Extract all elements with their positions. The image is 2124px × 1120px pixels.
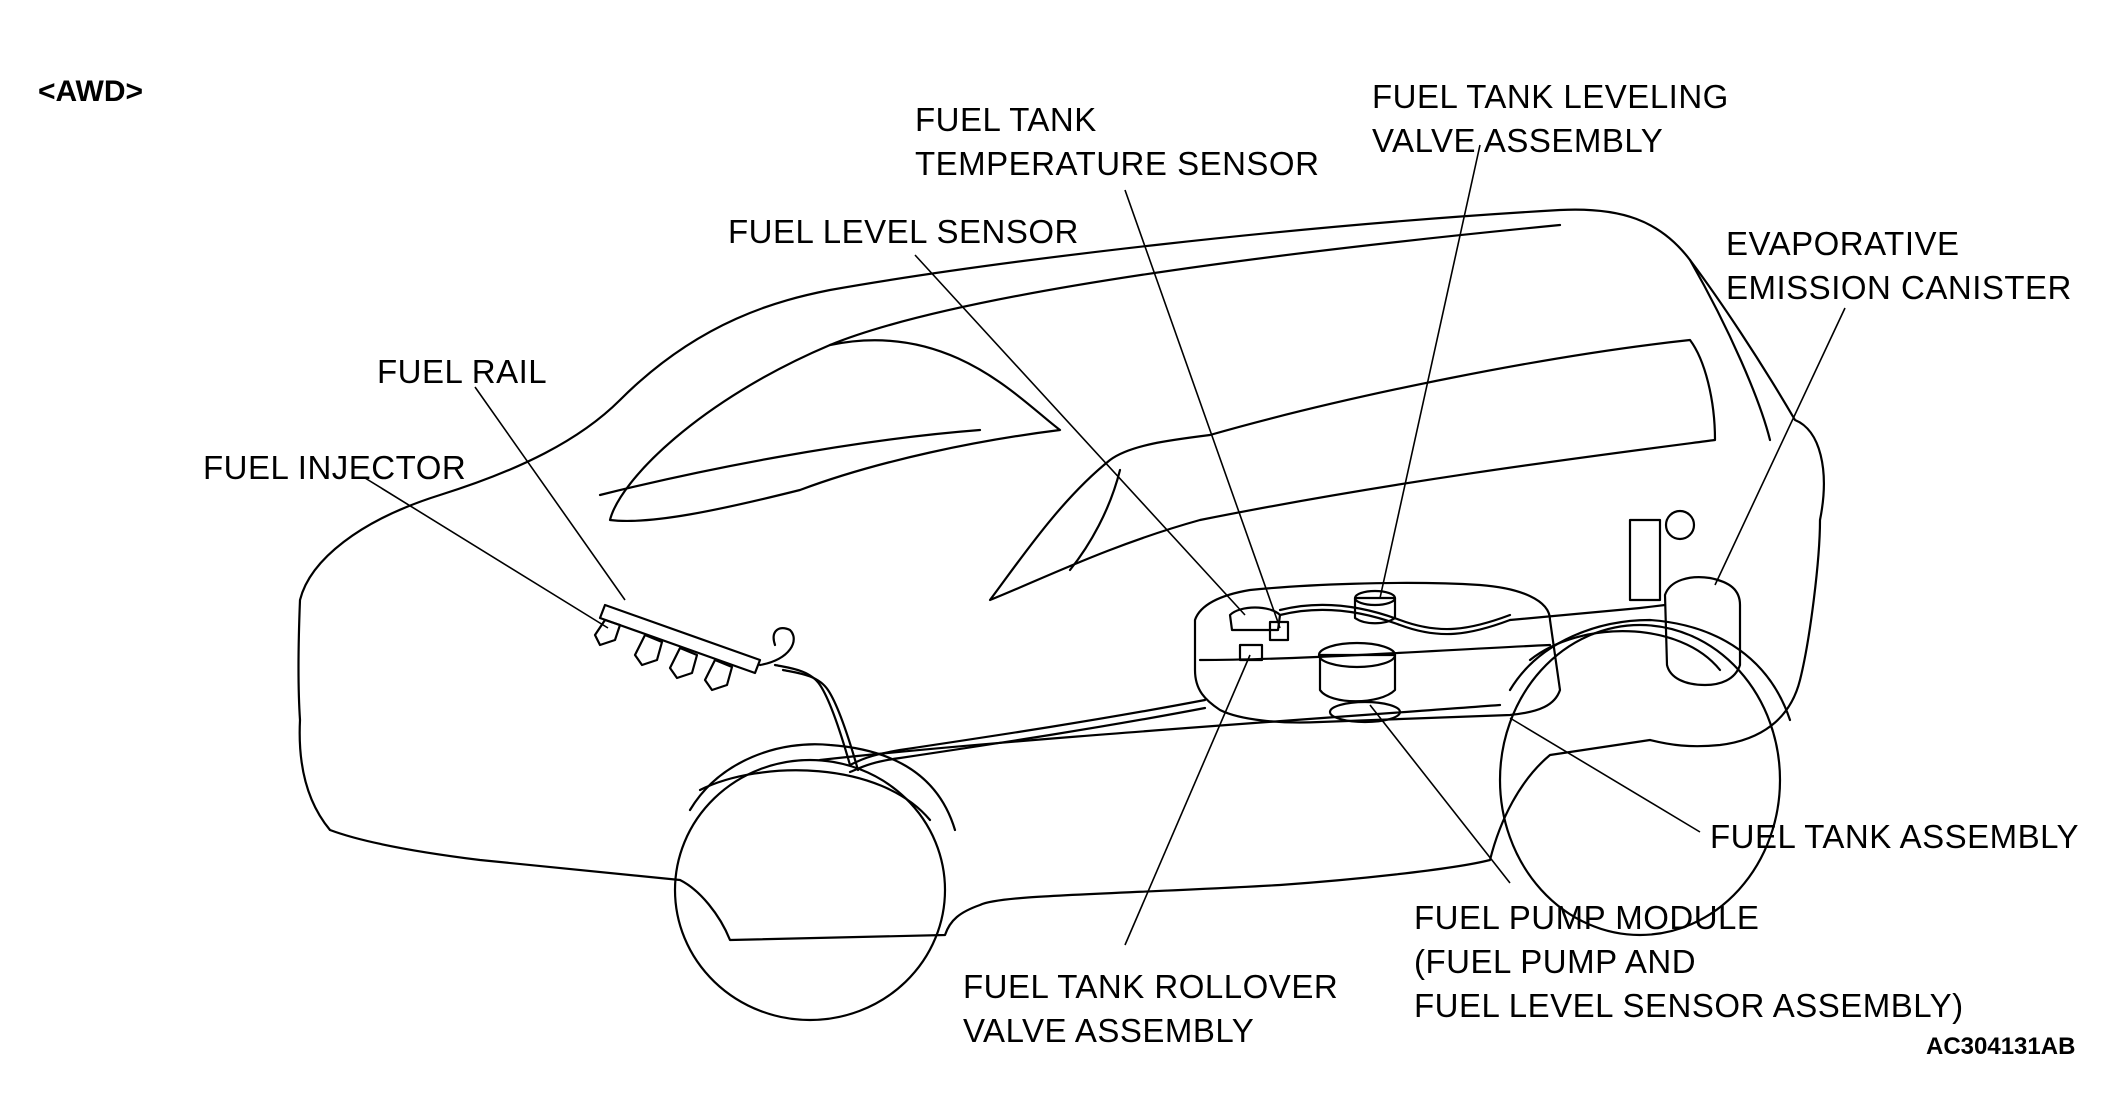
leveling-valve-top [1353, 589, 1397, 607]
rear-wheel [1498, 623, 1782, 937]
fuel-rail [598, 603, 762, 675]
b-pillar [1068, 468, 1122, 572]
label-fuel-tank-assembly: FUEL TANK ASSEMBLY [1710, 815, 2079, 859]
fuel-main-line-2 [848, 706, 1207, 774]
label-line: FUEL RAIL [377, 353, 548, 390]
label-fuel-pump-module: FUEL PUMP MODULE (FUEL PUMP AND FUEL LEV… [1414, 896, 1964, 1028]
canister-fitting [1664, 509, 1696, 541]
fuel-pump-module-body [1318, 653, 1397, 703]
label-line: FUEL TANK ROLLOVER [963, 968, 1339, 1005]
canister-bracket [1628, 518, 1662, 602]
label-fuel-tank-temperature-sensor: FUEL TANK TEMPERATURE SENSOR [915, 98, 1319, 186]
label-line: FUEL TANK ASSEMBLY [1710, 818, 2080, 855]
fuel-feed-line-2 [781, 668, 860, 772]
fuel-injector-3 [668, 646, 699, 680]
tank-vent-hose [1278, 608, 1512, 636]
leader-fuel-tank-leveling-valve [1379, 144, 1481, 599]
leader-fuel-pump-module [1369, 704, 1511, 884]
figure-id: AC304131AB [1926, 1033, 2076, 1060]
leader-fuel-tank-rollover-valve [1124, 654, 1251, 946]
fuel-injector-4 [703, 658, 734, 692]
fuel-tank-seam [1198, 643, 1552, 662]
fuel-pump-module-top [1317, 641, 1397, 669]
canister-hose [1508, 603, 1667, 622]
variant-tag: <AWD> [38, 75, 144, 108]
rear-hatch [1688, 258, 1772, 442]
temperature-sensor [1268, 620, 1290, 642]
front-wheel [673, 758, 947, 1022]
leader-evaporative-emission-canister [1714, 307, 1846, 586]
rocker-panel [818, 703, 1502, 762]
label-fuel-level-sensor: FUEL LEVEL SENSOR [728, 210, 1079, 254]
windshield [608, 339, 1062, 523]
label-line: FUEL LEVEL SENSOR [728, 213, 1079, 250]
label-fuel-tank-rollover-valve: FUEL TANK ROLLOVER VALVE ASSEMBLY [963, 965, 1338, 1053]
label-line: FUEL LEVEL SENSOR ASSEMBLY) [1414, 987, 1964, 1024]
fuel-injectors [593, 618, 734, 692]
label-fuel-tank-leveling-valve: FUEL TANK LEVELING VALVE ASSEMBLY [1372, 75, 1729, 163]
evaporative-canister [1663, 576, 1742, 687]
label-line: FUEL TANK LEVELING [1372, 78, 1729, 115]
fuel-feed-line [773, 663, 852, 767]
label-fuel-rail: FUEL RAIL [377, 350, 547, 394]
leader-fuel-level-sensor [914, 254, 1246, 616]
a-pillar [828, 223, 1562, 347]
leader-fuel-tank-assembly [1509, 717, 1701, 833]
fuel-injector-2 [633, 633, 664, 667]
label-line: FUEL INJECTOR [203, 449, 467, 486]
fuel-main-line [848, 698, 1207, 767]
label-line: FUEL PUMP MODULE [1414, 899, 1760, 936]
fuel-injector-1 [593, 618, 622, 647]
leader-fuel-rail [474, 386, 626, 601]
level-sensor [1228, 606, 1282, 632]
leader-fuel-tank-temperature-sensor [1124, 189, 1281, 629]
label-line: TEMPERATURE SENSOR [915, 145, 1320, 182]
label-evaporative-emission-canister: EVAPORATIVE EMISSION CANISTER [1726, 222, 2072, 310]
rollover-valve [1238, 643, 1264, 662]
leader-fuel-injector [364, 477, 609, 629]
label-line: FUEL TANK [915, 101, 1097, 138]
label-line: EVAPORATIVE [1726, 225, 1960, 262]
tank-vent-hose-2 [1278, 603, 1512, 631]
label-line: VALVE ASSEMBLY [1372, 122, 1664, 159]
label-line: (FUEL PUMP AND [1414, 943, 1697, 980]
front-wheel-rim [698, 769, 932, 822]
hood-line [598, 428, 982, 497]
fuel-pump-module-base [1328, 700, 1402, 724]
front-wheel-arch [688, 743, 957, 832]
side-windows [988, 338, 1717, 602]
label-fuel-injector: FUEL INJECTOR [203, 446, 466, 490]
label-line: VALVE ASSEMBLY [963, 1012, 1255, 1049]
label-line: EMISSION CANISTER [1726, 269, 2072, 306]
leveling-valve [1353, 596, 1397, 625]
rear-wheel-arch [1508, 618, 1792, 722]
fuel-hose-loop [758, 627, 795, 667]
car-body-outline [297, 208, 1825, 942]
